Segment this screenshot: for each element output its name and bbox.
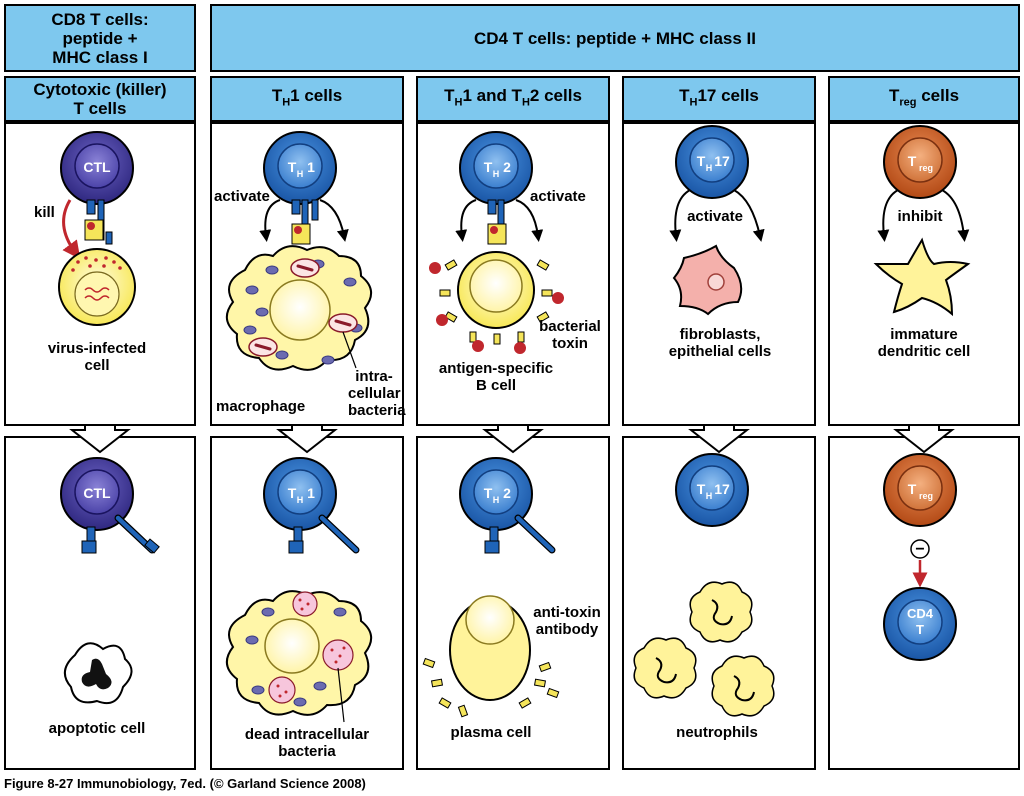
- dendritic-cell-label: immature dendritic cell: [877, 326, 971, 360]
- neutrophil-nuclei: [655, 599, 755, 702]
- ctl-label-bottom: CTL: [83, 485, 111, 501]
- fibroblast-label: fibroblasts, epithelial cells: [668, 326, 772, 360]
- cd8-header-line-1: CD8 T cells:: [51, 9, 149, 29]
- th1-activate-label: activate: [214, 188, 270, 205]
- plasma-cell: [422, 595, 560, 718]
- col3-title: TH1 and TH2 cells: [416, 76, 610, 122]
- svg-text:2: 2: [503, 159, 511, 175]
- svg-text:17: 17: [714, 153, 730, 169]
- ctl-receptors: [84, 199, 113, 245]
- svg-text:H: H: [706, 491, 713, 501]
- svg-text:T: T: [908, 481, 917, 497]
- immature-dendritic-cell: [873, 237, 971, 317]
- virus-infected-cell: [58, 248, 136, 326]
- figure-caption: Figure 8-27 Immunobiology, 7ed. (© Garla…: [4, 776, 366, 791]
- svg-text:T: T: [288, 159, 297, 175]
- th17-cell-top: T H 17: [675, 125, 749, 199]
- svg-text:T: T: [916, 622, 924, 637]
- bacterial-toxin-label: bacterial toxin: [539, 318, 601, 352]
- th1-receptors: [291, 199, 319, 245]
- svg-text:H: H: [493, 495, 500, 505]
- cd4-t-cell: CD4 T: [883, 587, 957, 661]
- svg-text:reg: reg: [919, 491, 933, 501]
- ctl-cell-bottom: CTL: [60, 457, 160, 554]
- svg-text:H: H: [493, 169, 500, 179]
- treg-cell-top: T reg: [883, 125, 957, 199]
- cd8-header-line-2: peptide +: [62, 28, 138, 48]
- svg-text:T: T: [484, 485, 493, 501]
- inhibit-symbol: −: [910, 539, 930, 559]
- th1-cell-top: T H 1: [263, 131, 337, 205]
- ctl-cell-top: CTL: [60, 131, 134, 205]
- virus-infected-label: virus-infected cell: [47, 340, 147, 374]
- th2-cell-top: T H 2: [459, 131, 533, 205]
- th2-receptors: [487, 199, 507, 245]
- svg-text:T: T: [908, 153, 917, 169]
- th17-cell-bottom: T H 17: [675, 453, 749, 527]
- svg-text:17: 17: [714, 481, 730, 497]
- svg-text:H: H: [297, 495, 304, 505]
- col1-title-line-1: Cytotoxic (killer): [33, 80, 167, 99]
- svg-text:2: 2: [503, 485, 511, 501]
- apoptotic-label: apoptotic cell: [48, 720, 146, 737]
- macrophage: [226, 245, 372, 371]
- col5-title-text: Treg cells: [888, 85, 960, 109]
- kill-arrow: [62, 199, 81, 260]
- col2-title: TH1 cells: [210, 76, 404, 122]
- cd8-header-line-3: MHC class I: [52, 47, 148, 67]
- plasma-cell-label: plasma cell: [450, 724, 532, 741]
- cd4-header-text: CD4 T cells: peptide + MHC class II: [473, 28, 756, 48]
- th2-activate-label: activate: [530, 188, 586, 205]
- macrophage-label: macrophage: [216, 398, 306, 415]
- svg-text:T: T: [288, 485, 297, 501]
- col1-title: Cytotoxic (killer) T cells: [4, 76, 196, 122]
- treg-cell-bottom: T reg: [883, 453, 957, 527]
- col2-title-text: TH1 cells: [271, 85, 343, 109]
- neutrophils-label: neutrophils: [676, 724, 758, 741]
- svg-text:CD4: CD4: [907, 606, 934, 621]
- svg-text:1: 1: [307, 159, 315, 175]
- svg-text:−: −: [915, 541, 924, 558]
- intracellular-bacteria-label: intra- cellular bacteria: [348, 368, 406, 419]
- col5-title: Treg cells: [828, 76, 1020, 122]
- cd4-header: CD4 T cells: peptide + MHC class II: [210, 4, 1020, 72]
- connector-arrows: [69, 426, 955, 454]
- anti-toxin-label: anti-toxin antibody: [533, 604, 601, 638]
- svg-text:1: 1: [307, 485, 315, 501]
- treg-inhibit-label: inhibit: [897, 208, 943, 225]
- col3-title-text: TH1 and TH2 cells: [444, 85, 582, 109]
- svg-text:reg: reg: [919, 163, 933, 173]
- b-cell-label: antigen-specific B cell: [438, 360, 554, 394]
- kill-label: kill: [34, 204, 55, 221]
- svg-text:T: T: [697, 481, 706, 497]
- fibroblast: [672, 244, 743, 316]
- dead-bacteria-label: dead intracellular bacteria: [244, 726, 370, 760]
- activated-macrophage: [226, 590, 372, 723]
- col4-title-text: TH17 cells: [679, 85, 759, 109]
- svg-text:T: T: [697, 153, 706, 169]
- svg-text:H: H: [706, 163, 713, 173]
- b-cell: [429, 251, 564, 354]
- apoptotic-cell: [64, 642, 133, 705]
- th2-cell-bottom: T H 2: [459, 457, 556, 554]
- col4-title: TH17 cells: [622, 76, 816, 122]
- th1-cell-bottom: T H 1: [263, 457, 360, 554]
- svg-text:T: T: [484, 159, 493, 175]
- col1-title-line-2: T cells: [73, 99, 127, 118]
- neutrophils: [633, 581, 775, 717]
- cd8-header: CD8 T cells: peptide + MHC class I: [4, 4, 196, 72]
- th17-activate-label: activate: [687, 208, 743, 225]
- svg-text:H: H: [297, 169, 304, 179]
- ctl-label: CTL: [83, 159, 111, 175]
